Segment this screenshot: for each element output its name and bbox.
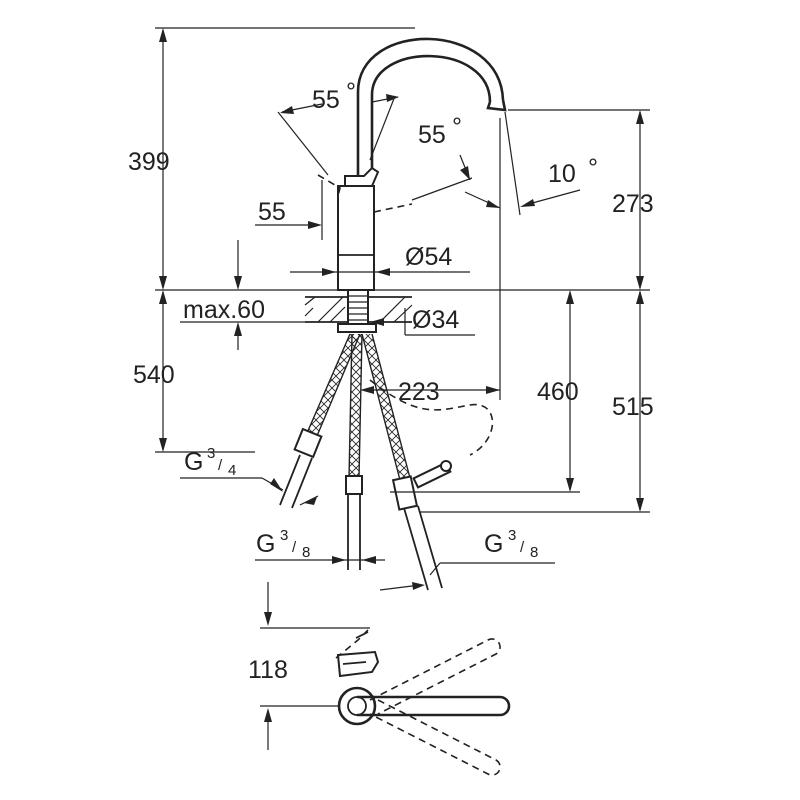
dim-diameter-34: Ø34: [412, 306, 459, 334]
dim-399: 399: [128, 148, 170, 176]
top-view-spout-swivel-down: [369, 699, 501, 776]
lever-handle: [344, 166, 380, 187]
thread-g38-right-letter: G: [484, 530, 503, 558]
dim-273: 273: [612, 190, 654, 218]
thread-g38-middle-numerator: 3: [280, 527, 288, 544]
thread-g38-right-slash: /: [520, 539, 525, 556]
dim-angle-55-left: 55: [312, 86, 340, 114]
dimension-labels: 399 55 ° 55 ° 10 ° 273 55 Ø54 max.60 Ø34…: [128, 78, 654, 684]
spout-outlet: [486, 99, 507, 112]
spout-gooseneck: [356, 37, 505, 178]
lever-position-dashed-right: [373, 203, 413, 213]
top-view-inner-ring: [347, 696, 367, 716]
top-view-spout: [357, 695, 511, 717]
dim-angle-55-right: 55: [418, 121, 446, 149]
thread-g38-right-denominator: 8: [530, 544, 538, 561]
dim-515: 515: [612, 393, 654, 421]
thread-g38-middle-slash: /: [292, 539, 297, 556]
faucet-body: [337, 185, 375, 291]
supply-hoses: [279, 333, 494, 591]
thread-g34-numerator: 3: [207, 445, 215, 462]
faucet-side-view: [279, 37, 507, 591]
degree-sign-3: °: [588, 154, 598, 182]
top-view-handle: [336, 650, 380, 678]
dim-460: 460: [537, 378, 579, 406]
lever-position-dashed-left: [317, 174, 341, 197]
thread-g38-middle-denominator: 8: [302, 544, 310, 561]
degree-sign-1: °: [346, 78, 356, 106]
faucet-top-view: [335, 629, 511, 776]
thread-g34-letter: G: [184, 448, 203, 476]
dim-540: 540: [133, 361, 175, 389]
dim-diameter-54: Ø54: [405, 243, 452, 271]
thread-g34-denominator: 4: [228, 462, 236, 479]
mounting-nut: [337, 323, 377, 333]
thread-g38-middle-letter: G: [256, 530, 275, 558]
thread-g34-slash: /: [218, 457, 223, 474]
thread-g38-right-numerator: 3: [508, 527, 516, 544]
degree-sign-2: °: [452, 113, 462, 141]
dim-118: 118: [248, 656, 288, 684]
dimension-lines: [155, 27, 650, 750]
top-view-handle-swing: [335, 629, 369, 659]
dim-max-60: max.60: [183, 296, 265, 324]
top-view-base: [337, 686, 377, 726]
dim-55: 55: [258, 198, 286, 226]
top-view-spout-swivel-up: [369, 638, 501, 715]
dim-223: 223: [398, 378, 440, 406]
dim-angle-10: 10: [548, 160, 576, 188]
